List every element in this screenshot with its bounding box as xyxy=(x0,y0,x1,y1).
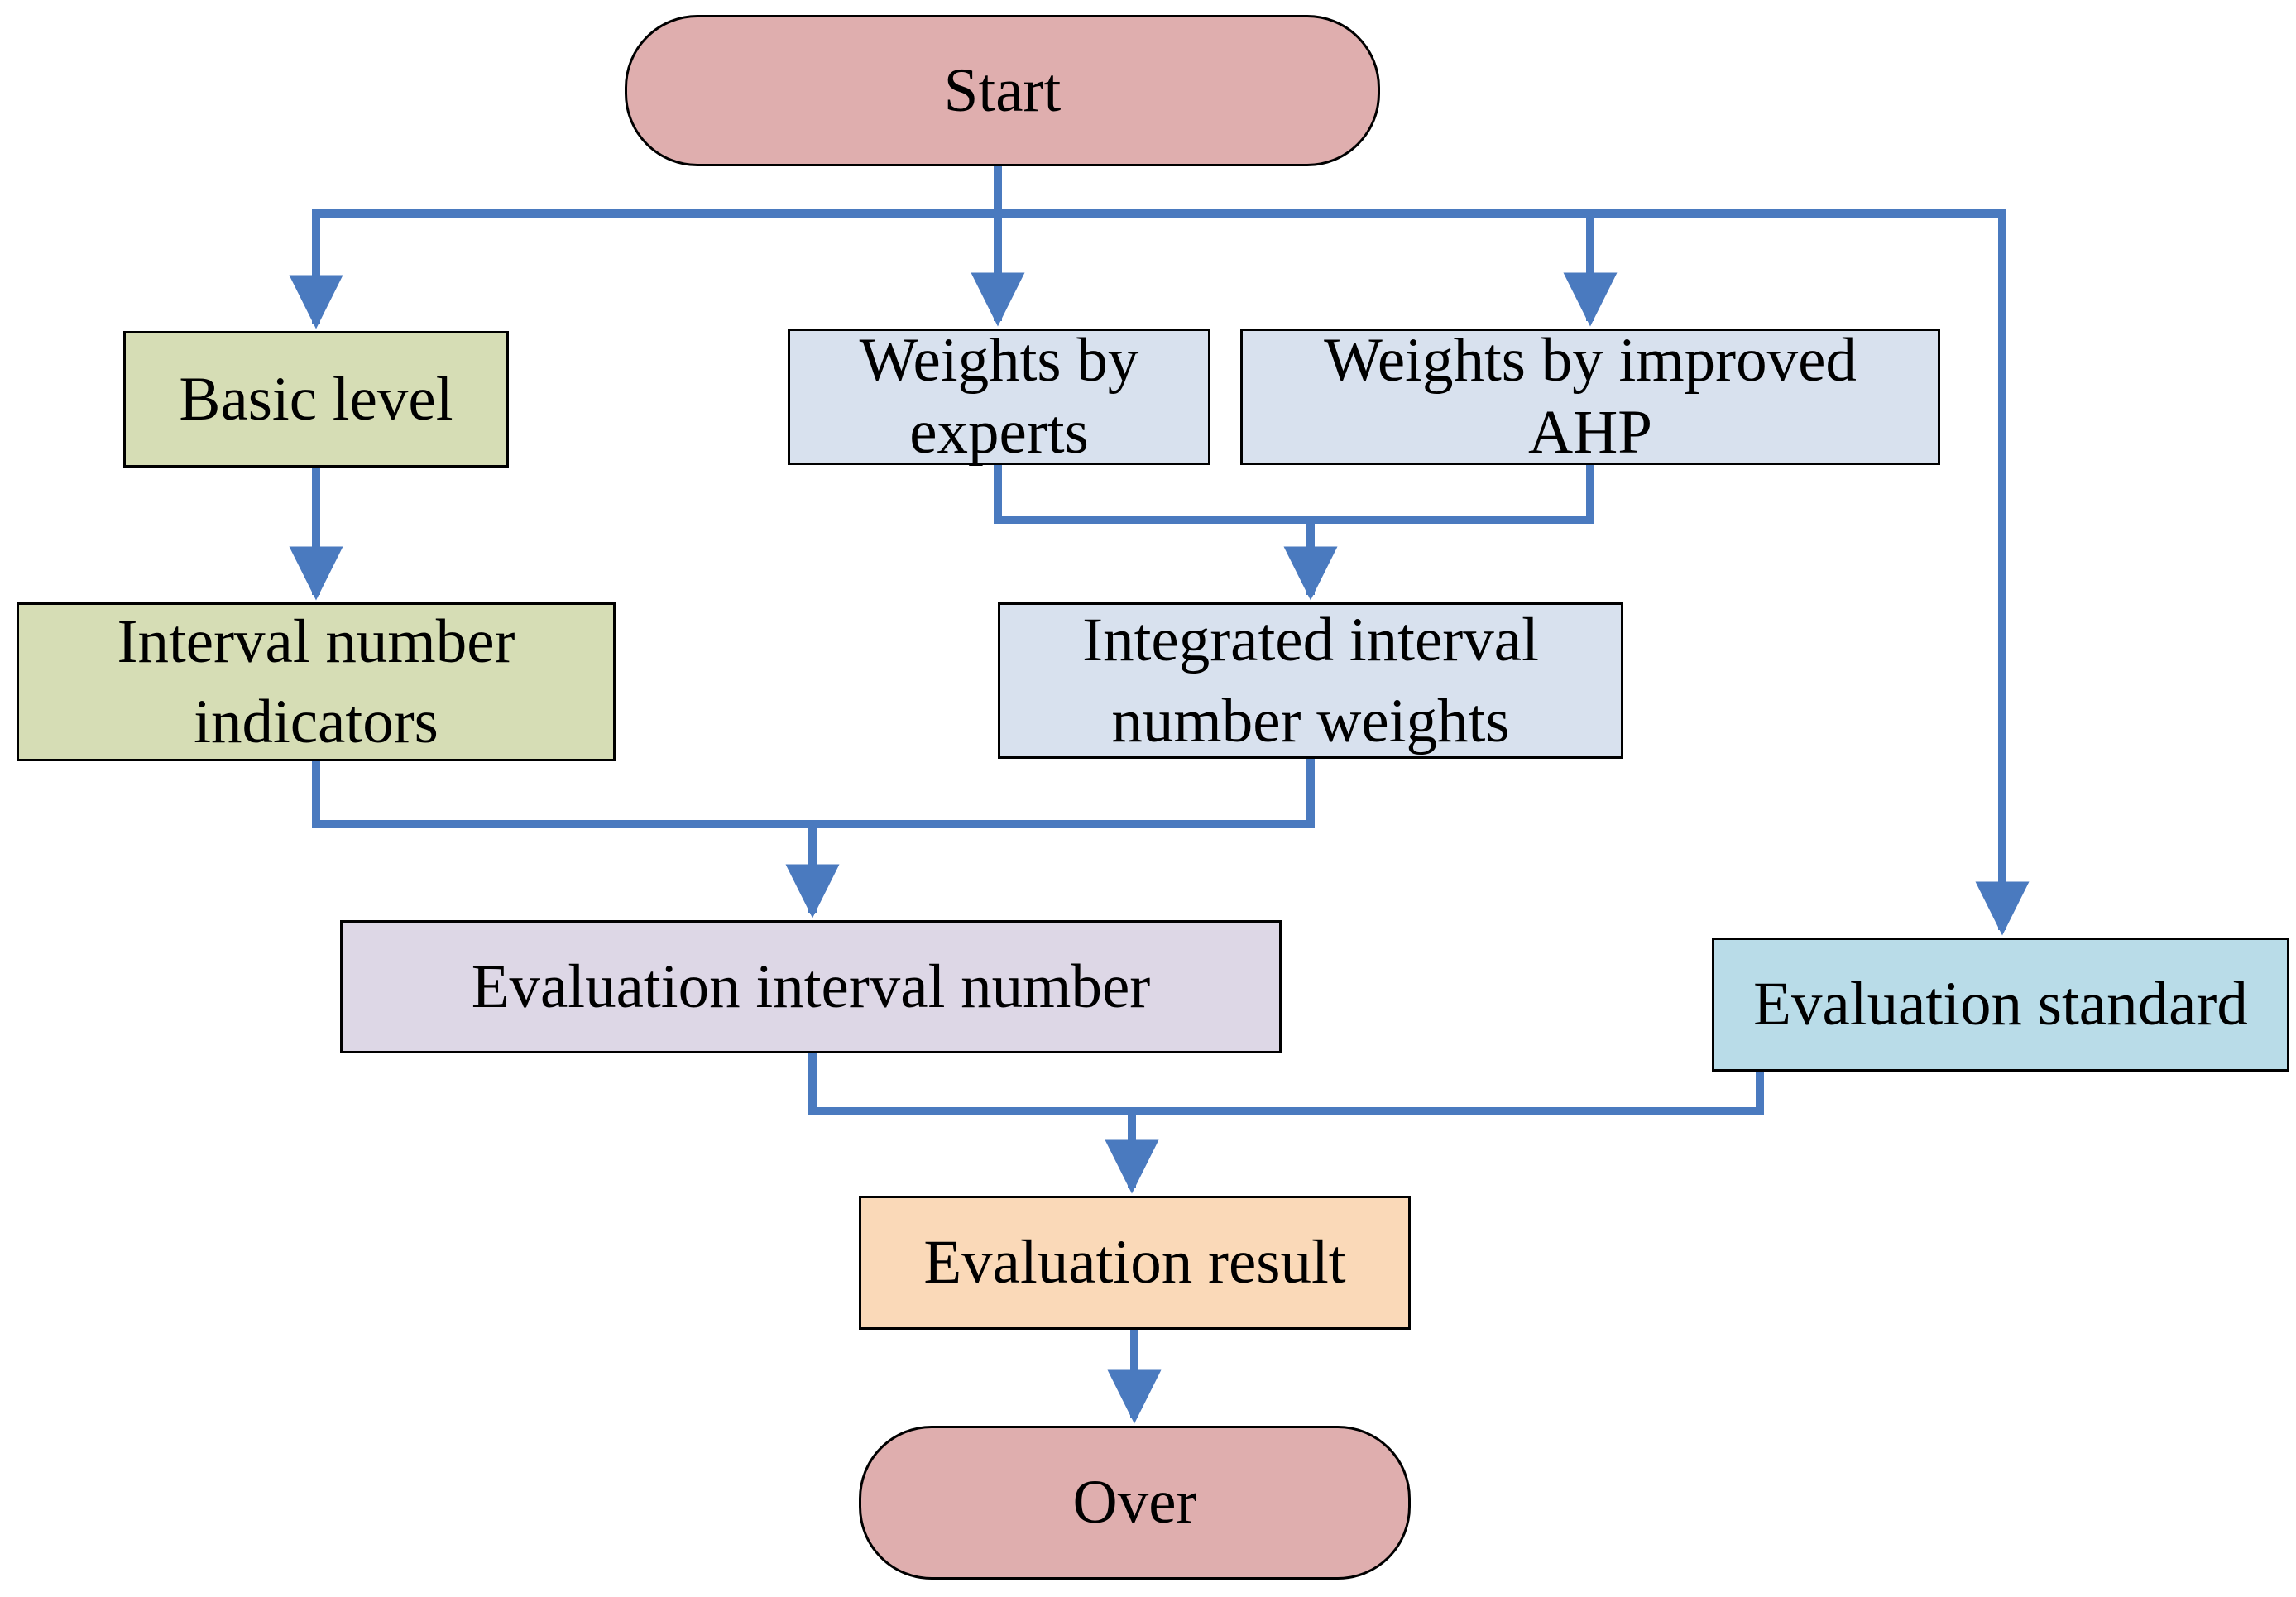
node-evaluation-standard-label: Evaluation standard xyxy=(1753,970,2248,1038)
edge-start-branch-rail xyxy=(289,209,2002,329)
node-over-label: Over xyxy=(1072,1468,1197,1537)
node-interval-number-indicators-label: Interval number indicators xyxy=(117,607,515,757)
node-over: Over xyxy=(859,1426,1411,1580)
node-start: Start xyxy=(625,15,1380,166)
edge-evalinterval-standard-rail xyxy=(808,1052,1764,1115)
node-weights-by-improved-ahp-label: Weights by improved AHP xyxy=(1324,326,1857,467)
node-basic-level: Basic level xyxy=(123,331,509,468)
node-start-label: Start xyxy=(943,55,1062,125)
node-integrated-interval-number-weights: Integrated interval number weights xyxy=(998,602,1623,759)
node-weights-by-experts-label: Weights by experts xyxy=(859,326,1139,467)
node-evaluation-interval-number: Evaluation interval number xyxy=(340,920,1282,1053)
node-basic-level-label: Basic level xyxy=(179,364,453,434)
node-evaluation-interval-number-label: Evaluation interval number xyxy=(471,952,1151,1021)
edge-weights-merge-rail xyxy=(994,461,1594,524)
node-evaluation-result: Evaluation result xyxy=(859,1196,1411,1330)
node-evaluation-result-label: Evaluation result xyxy=(923,1228,1346,1297)
node-evaluation-standard: Evaluation standard xyxy=(1712,938,2289,1072)
node-interval-number-indicators: Interval number indicators xyxy=(17,602,616,761)
node-weights-by-experts: Weights by experts xyxy=(788,326,1210,467)
edge-indicators-integrated-rail xyxy=(312,757,1315,828)
node-integrated-interval-number-weights-label: Integrated interval number weights xyxy=(1082,606,1539,755)
node-weights-by-improved-ahp: Weights by improved AHP xyxy=(1240,326,1940,467)
